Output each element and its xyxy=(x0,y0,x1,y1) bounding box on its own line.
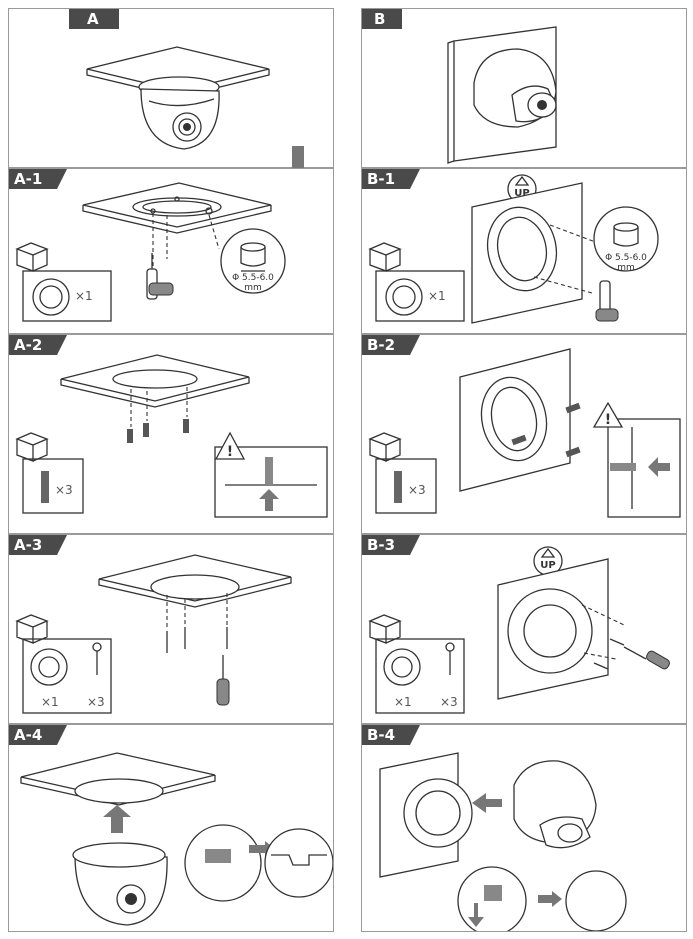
panel-a1: A-1 Φ 5.5-6.0 mm ×1 xyxy=(8,168,334,334)
a3-qty-screws: ×3 xyxy=(87,695,105,709)
warning-icon xyxy=(214,431,246,460)
panel-a2: A-2 ! ×3 xyxy=(8,334,334,534)
b1-qty: ×1 xyxy=(428,289,446,303)
screwdriver-icon xyxy=(623,646,670,670)
panel-a4: A-4 xyxy=(8,724,334,932)
a3-qty-plate: ×1 xyxy=(41,695,59,709)
panel-a4-tag: A-4 xyxy=(9,725,67,745)
b1-drill-diameter: Φ 5.5-6.0 xyxy=(605,253,647,263)
a1-drill-diameter: Φ 5.5-6.0 xyxy=(232,273,274,283)
panel-a3: A-3 ×1 ×3 xyxy=(8,534,334,724)
b3-qty-screws: ×3 xyxy=(440,695,458,709)
b1-wall-drilling-illustration xyxy=(368,174,659,324)
panel-b3-tag: B-3 xyxy=(362,535,420,555)
panel-b3: B-3 UP ×1 ×3 xyxy=(361,534,687,724)
panel-b-tag: B xyxy=(362,9,402,29)
panel-a2-tag: A-2 xyxy=(9,335,67,355)
b1-drill-unit: mm xyxy=(617,263,635,273)
b2-wall-anchors-illustration: ! xyxy=(368,348,681,518)
wall-camera-illustration xyxy=(447,26,557,164)
panel-a1-tag: A-1 xyxy=(9,169,67,189)
panel-b4: B-4 xyxy=(361,724,687,932)
a2-qty: ×3 xyxy=(55,483,73,497)
b3-up-label: UP xyxy=(540,560,556,571)
a1-qty: ×1 xyxy=(75,289,93,303)
panel-b4-tag: B-4 xyxy=(362,725,420,745)
panel-b2: B-2 ! ×3 xyxy=(361,334,687,534)
a1-drill-unit: mm xyxy=(244,283,262,293)
panel-a: A xyxy=(8,8,334,168)
a2-anchors-illustration: ! xyxy=(15,354,328,518)
b4-attach-wall-camera-illustration xyxy=(379,752,627,931)
b3-qty-plate: ×1 xyxy=(394,695,412,709)
screwdriver-icon xyxy=(216,655,230,706)
a3-mount-plate-illustration xyxy=(15,554,292,714)
panel-b2-tag: B-2 xyxy=(362,335,420,355)
panel-b1: B-1 UP Φ 5.5-6.0 mm ×1 xyxy=(361,168,687,334)
drill-icon xyxy=(595,280,619,322)
drill-icon xyxy=(146,253,174,300)
svg-text:!: ! xyxy=(227,444,233,460)
svg-text:!: ! xyxy=(605,412,611,428)
b1-up-label: UP xyxy=(514,188,530,199)
panel-a-tag: A xyxy=(69,9,119,29)
a4-attach-camera-illustration xyxy=(20,752,333,926)
b3-wall-mount-plate-illustration xyxy=(368,546,670,714)
panel-b1-tag: B-1 xyxy=(362,169,420,189)
panel-b: B xyxy=(361,8,687,168)
b2-qty: ×3 xyxy=(408,483,426,497)
ceiling-camera-illustration xyxy=(86,46,270,150)
panel-a3-tag: A-3 xyxy=(9,535,67,555)
a1-drilling-illustration xyxy=(15,182,286,322)
warning-icon xyxy=(592,401,624,428)
